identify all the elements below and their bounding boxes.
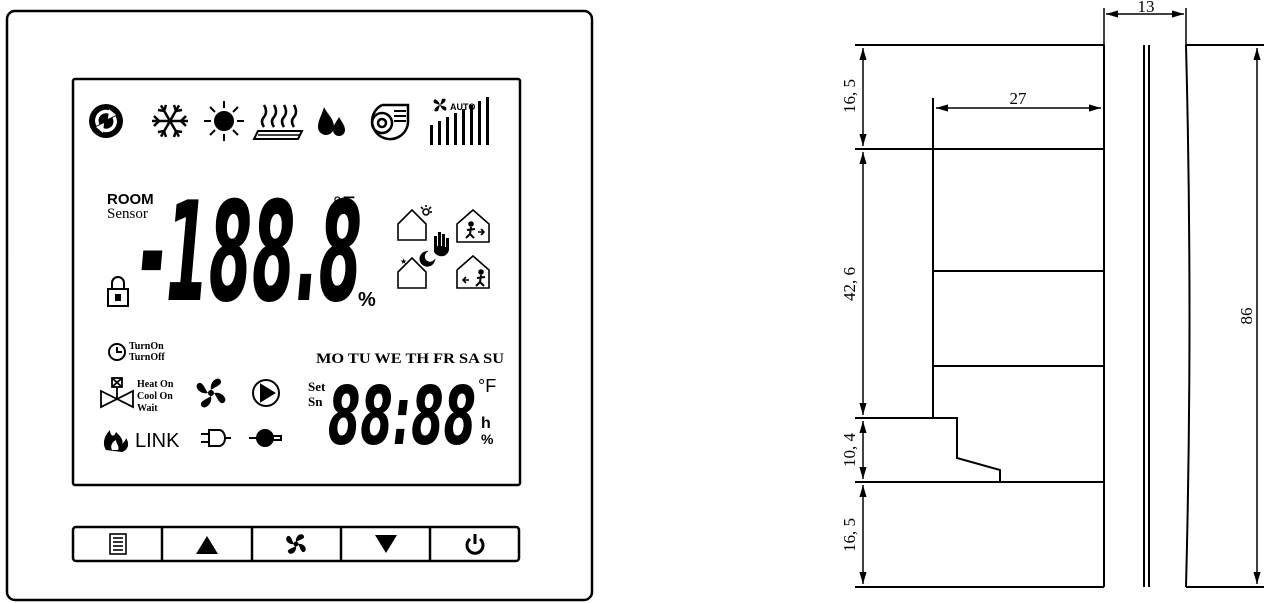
up-button[interactable]: [163, 528, 251, 560]
power-icon: [465, 534, 485, 555]
heat-on-label: Heat On: [137, 379, 174, 390]
floor-heat-icon: [252, 104, 304, 140]
dimension-labels: 13 27 16, 5 42, 6 10, 4 16, 5 86: [840, 0, 1256, 552]
hand-icon: [434, 232, 449, 257]
dim-depth: 27: [1010, 89, 1028, 108]
sun-icon: [204, 101, 244, 141]
dim-total-height: 86: [1237, 308, 1256, 325]
small-percent: %: [481, 431, 494, 447]
unit-f: °F: [333, 192, 355, 217]
dim-middle: 42, 6: [840, 267, 859, 301]
dim-width-top: 13: [1138, 0, 1155, 16]
svg-text:★: ★: [400, 257, 407, 266]
fan-auto-label: AUTO: [450, 102, 475, 112]
come-home-icon: [456, 254, 490, 289]
button-bar: [71, 525, 521, 563]
sync-icon: [89, 104, 123, 138]
room-label: ROOM: [107, 191, 154, 208]
link-label: LINK: [135, 430, 180, 452]
thermostat-side-view: [855, 8, 1264, 588]
unit-percent: %: [358, 289, 376, 311]
home-sun-icon: [397, 205, 432, 241]
water-drop-icon: [318, 107, 345, 136]
hours-label: h: [481, 415, 491, 432]
triangle-down-icon: [375, 535, 397, 553]
snowflake-icon: [152, 104, 188, 138]
fan-speed-icon: AUTO: [430, 97, 489, 145]
home-moon-icon: ★: [397, 250, 436, 289]
dim-top: 16, 5: [840, 79, 859, 113]
dim-bottom: 16, 5: [840, 518, 859, 552]
sensor-label: Sensor: [107, 206, 148, 222]
power-button[interactable]: [431, 528, 518, 560]
menu-button[interactable]: [74, 528, 161, 560]
triangle-up-icon: [196, 536, 218, 554]
leave-home-icon: [456, 208, 490, 243]
thermostat-front-view: AUTO ROOM Sensor -188.8 °F %: [5, 9, 594, 602]
turn-off-label: TurnOff: [129, 352, 165, 363]
wait-label: Wait: [137, 403, 158, 414]
pump-icon: [252, 379, 280, 407]
button-bar-outline: [71, 525, 521, 563]
fan-icon: [286, 534, 306, 554]
small-reading: 88:88: [328, 370, 476, 463]
main-reading: -188.8: [140, 172, 362, 333]
fan-button[interactable]: [253, 528, 340, 560]
lcd-screen: [71, 77, 522, 487]
valve-icon: [100, 377, 134, 409]
days-of-week: MO TU WE TH FR SA SU: [316, 351, 504, 367]
small-unit-f: °F: [478, 376, 496, 396]
down-button[interactable]: [342, 528, 429, 560]
lock-icon: [107, 276, 129, 307]
set-label: Set: [308, 379, 326, 394]
sn-label: Sn: [308, 394, 323, 409]
device-frame: [5, 9, 594, 602]
plug-icon: [201, 429, 231, 447]
motor-icon: [249, 429, 282, 447]
turn-on-label: TurnOn: [129, 341, 164, 352]
fan-icon: [196, 378, 226, 408]
cool-on-label: Cool On: [137, 391, 173, 402]
clock-icon: [108, 343, 126, 361]
blower-icon: [370, 103, 410, 141]
dim-lower: 10, 4: [840, 433, 859, 468]
flame-icon: [103, 430, 129, 452]
menu-icon: [109, 533, 127, 555]
